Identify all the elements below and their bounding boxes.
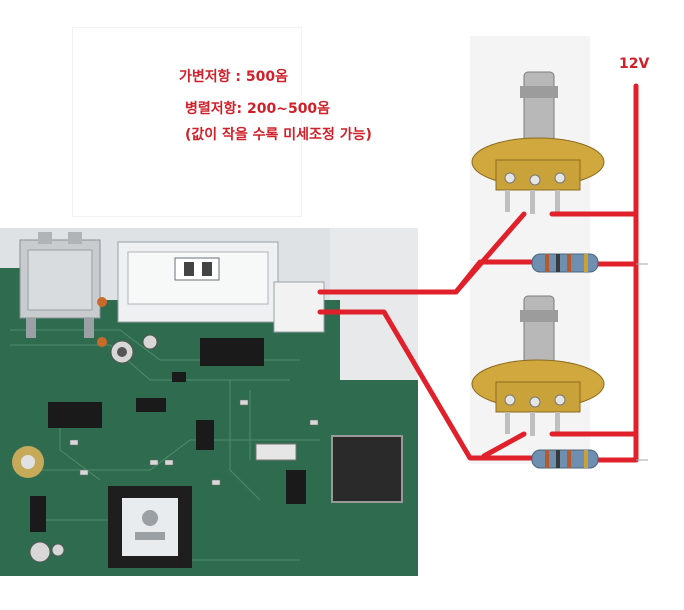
main-chip <box>108 486 192 568</box>
resistor-top <box>531 253 599 273</box>
note-parallel-resistor: 병렬저항: 200~500옴 <box>185 101 331 117</box>
pcb-board <box>0 228 418 576</box>
potentiometer-top <box>471 71 605 214</box>
chips <box>30 338 403 532</box>
potentiometer-bottom <box>471 295 605 436</box>
note-pot-value: 가변저항 : 500옴 <box>179 69 288 85</box>
capacitors <box>29 334 158 563</box>
av-port <box>117 241 325 333</box>
ethernet-jack <box>19 232 101 338</box>
wire-bottom-signal <box>317 309 537 461</box>
resistor-bottom <box>531 449 599 469</box>
wire-tips <box>636 263 648 461</box>
wire-top-wiper <box>453 211 527 295</box>
note-fine-tuning: (값이 작을 수록 미세조정 가능) <box>185 127 372 143</box>
wiring <box>317 83 639 463</box>
note-panel: 가변저항 : 500옴 병렬저항: 200~500옴 (값이 작을 수록 미세조… <box>73 28 372 216</box>
voltage-label: 12V <box>619 56 650 72</box>
wire-bottom-wiper <box>481 431 527 459</box>
